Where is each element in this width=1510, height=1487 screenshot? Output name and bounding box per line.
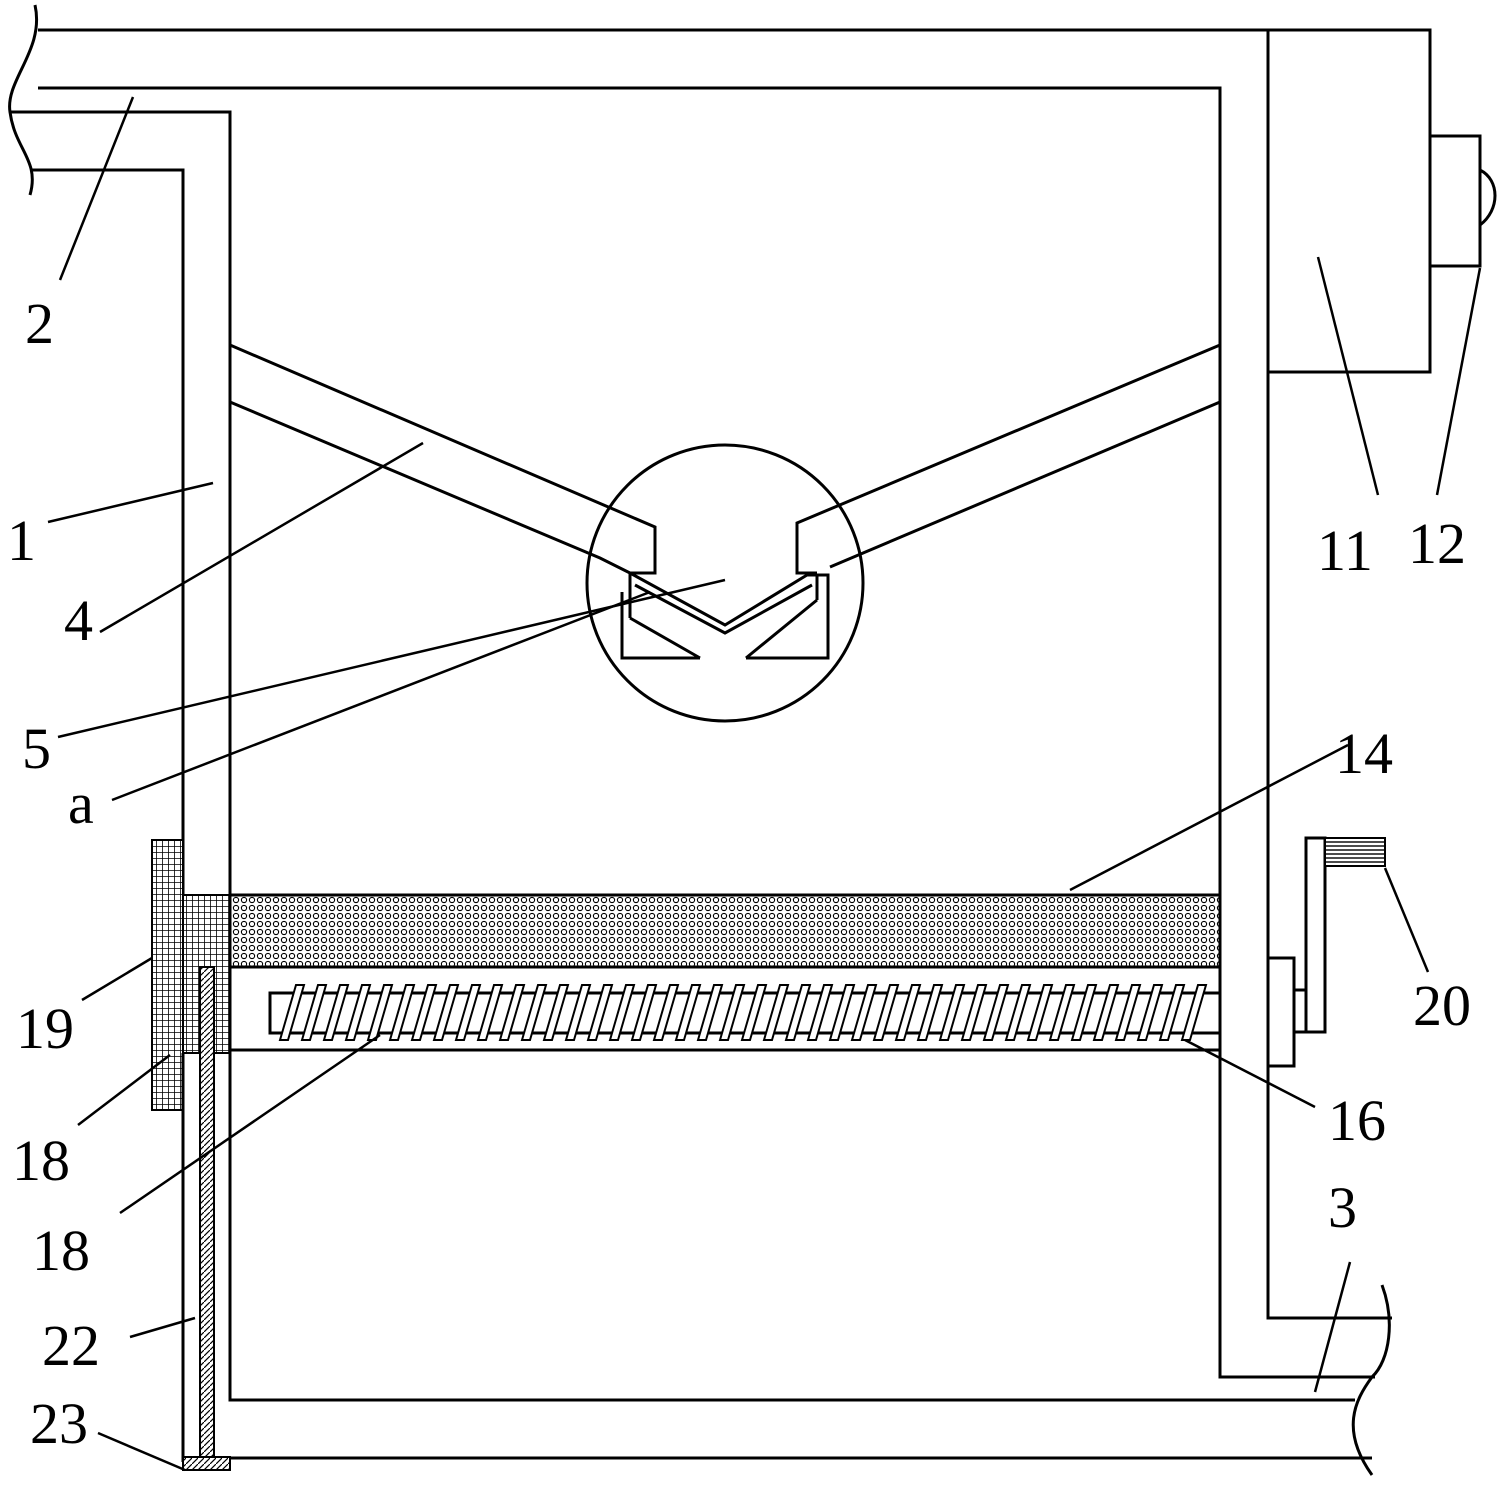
thread-tooth — [1114, 984, 1142, 1041]
motor-assembly — [1268, 28, 1497, 374]
thread-tooth — [1004, 984, 1032, 1041]
label-a: a — [68, 771, 94, 836]
part-labels: 2 1 4 5 a 11 12 14 20 16 19 18 18 3 22 2… — [7, 291, 1471, 1456]
label-22: 22 — [42, 1313, 100, 1378]
label-5: 5 — [22, 716, 51, 781]
thread-tooth — [938, 984, 966, 1041]
label-19: 18 — [12, 1128, 70, 1193]
label-23: 23 — [30, 1391, 88, 1456]
label-12: 12 — [1408, 511, 1466, 576]
thread-tooth — [1136, 984, 1164, 1041]
thread-tooth — [806, 984, 834, 1041]
thread-tooth — [982, 984, 1010, 1041]
leader-lines — [47, 96, 1482, 1472]
thread-tooth — [520, 984, 548, 1041]
thread-tooth — [388, 984, 416, 1041]
thread-tooth — [322, 984, 350, 1041]
label-14: 14 — [1335, 721, 1393, 786]
thread-tooth — [586, 984, 614, 1041]
thread-tooth — [278, 984, 306, 1041]
thread-tooth — [1048, 984, 1076, 1041]
filter-screen — [228, 893, 1222, 969]
thread-tooth — [762, 984, 790, 1041]
screw-rod — [230, 984, 1222, 1052]
thread-tooth — [476, 984, 504, 1041]
thread-tooth — [916, 984, 944, 1041]
thread-tooth — [300, 984, 328, 1041]
thread-tooth — [1070, 984, 1098, 1041]
label-18: 18 — [32, 1218, 90, 1283]
screw-threads — [278, 984, 1208, 1041]
thread-tooth — [784, 984, 812, 1041]
v-trough — [585, 443, 865, 723]
thread-tooth — [872, 984, 900, 1041]
label-1: 1 — [7, 508, 36, 573]
label-2: 2 — [25, 291, 54, 356]
label-11: 11 — [1317, 518, 1373, 583]
thread-tooth — [498, 984, 526, 1041]
thread-tooth — [630, 984, 658, 1041]
thread-tooth — [740, 984, 768, 1041]
outer-frame — [8, 4, 1430, 1476]
hand-crank — [1266, 836, 1386, 1068]
thread-tooth — [674, 984, 702, 1041]
label-20: 19 — [16, 996, 74, 1061]
guide-plates — [229, 343, 1221, 575]
thread-tooth — [718, 984, 746, 1041]
thread-tooth — [608, 984, 636, 1041]
side-blocks — [151, 839, 231, 1471]
thread-tooth — [432, 984, 460, 1041]
thread-tooth — [542, 984, 570, 1041]
thread-tooth — [1158, 984, 1186, 1041]
thread-tooth — [894, 984, 922, 1041]
thread-tooth — [850, 984, 878, 1041]
thread-tooth — [1092, 984, 1120, 1041]
thread-tooth — [454, 984, 482, 1041]
thread-tooth — [410, 984, 438, 1041]
thread-tooth — [960, 984, 988, 1041]
thread-tooth — [344, 984, 372, 1041]
thread-tooth — [564, 984, 592, 1041]
thread-tooth — [828, 984, 856, 1041]
thread-tooth — [1026, 984, 1054, 1041]
label-4: 4 — [64, 588, 93, 653]
label-16: 16 — [1328, 1088, 1386, 1153]
thread-tooth — [652, 984, 680, 1041]
thread-tooth — [696, 984, 724, 1041]
label-21: 20 — [1413, 973, 1471, 1038]
label-3: 3 — [1328, 1175, 1357, 1240]
